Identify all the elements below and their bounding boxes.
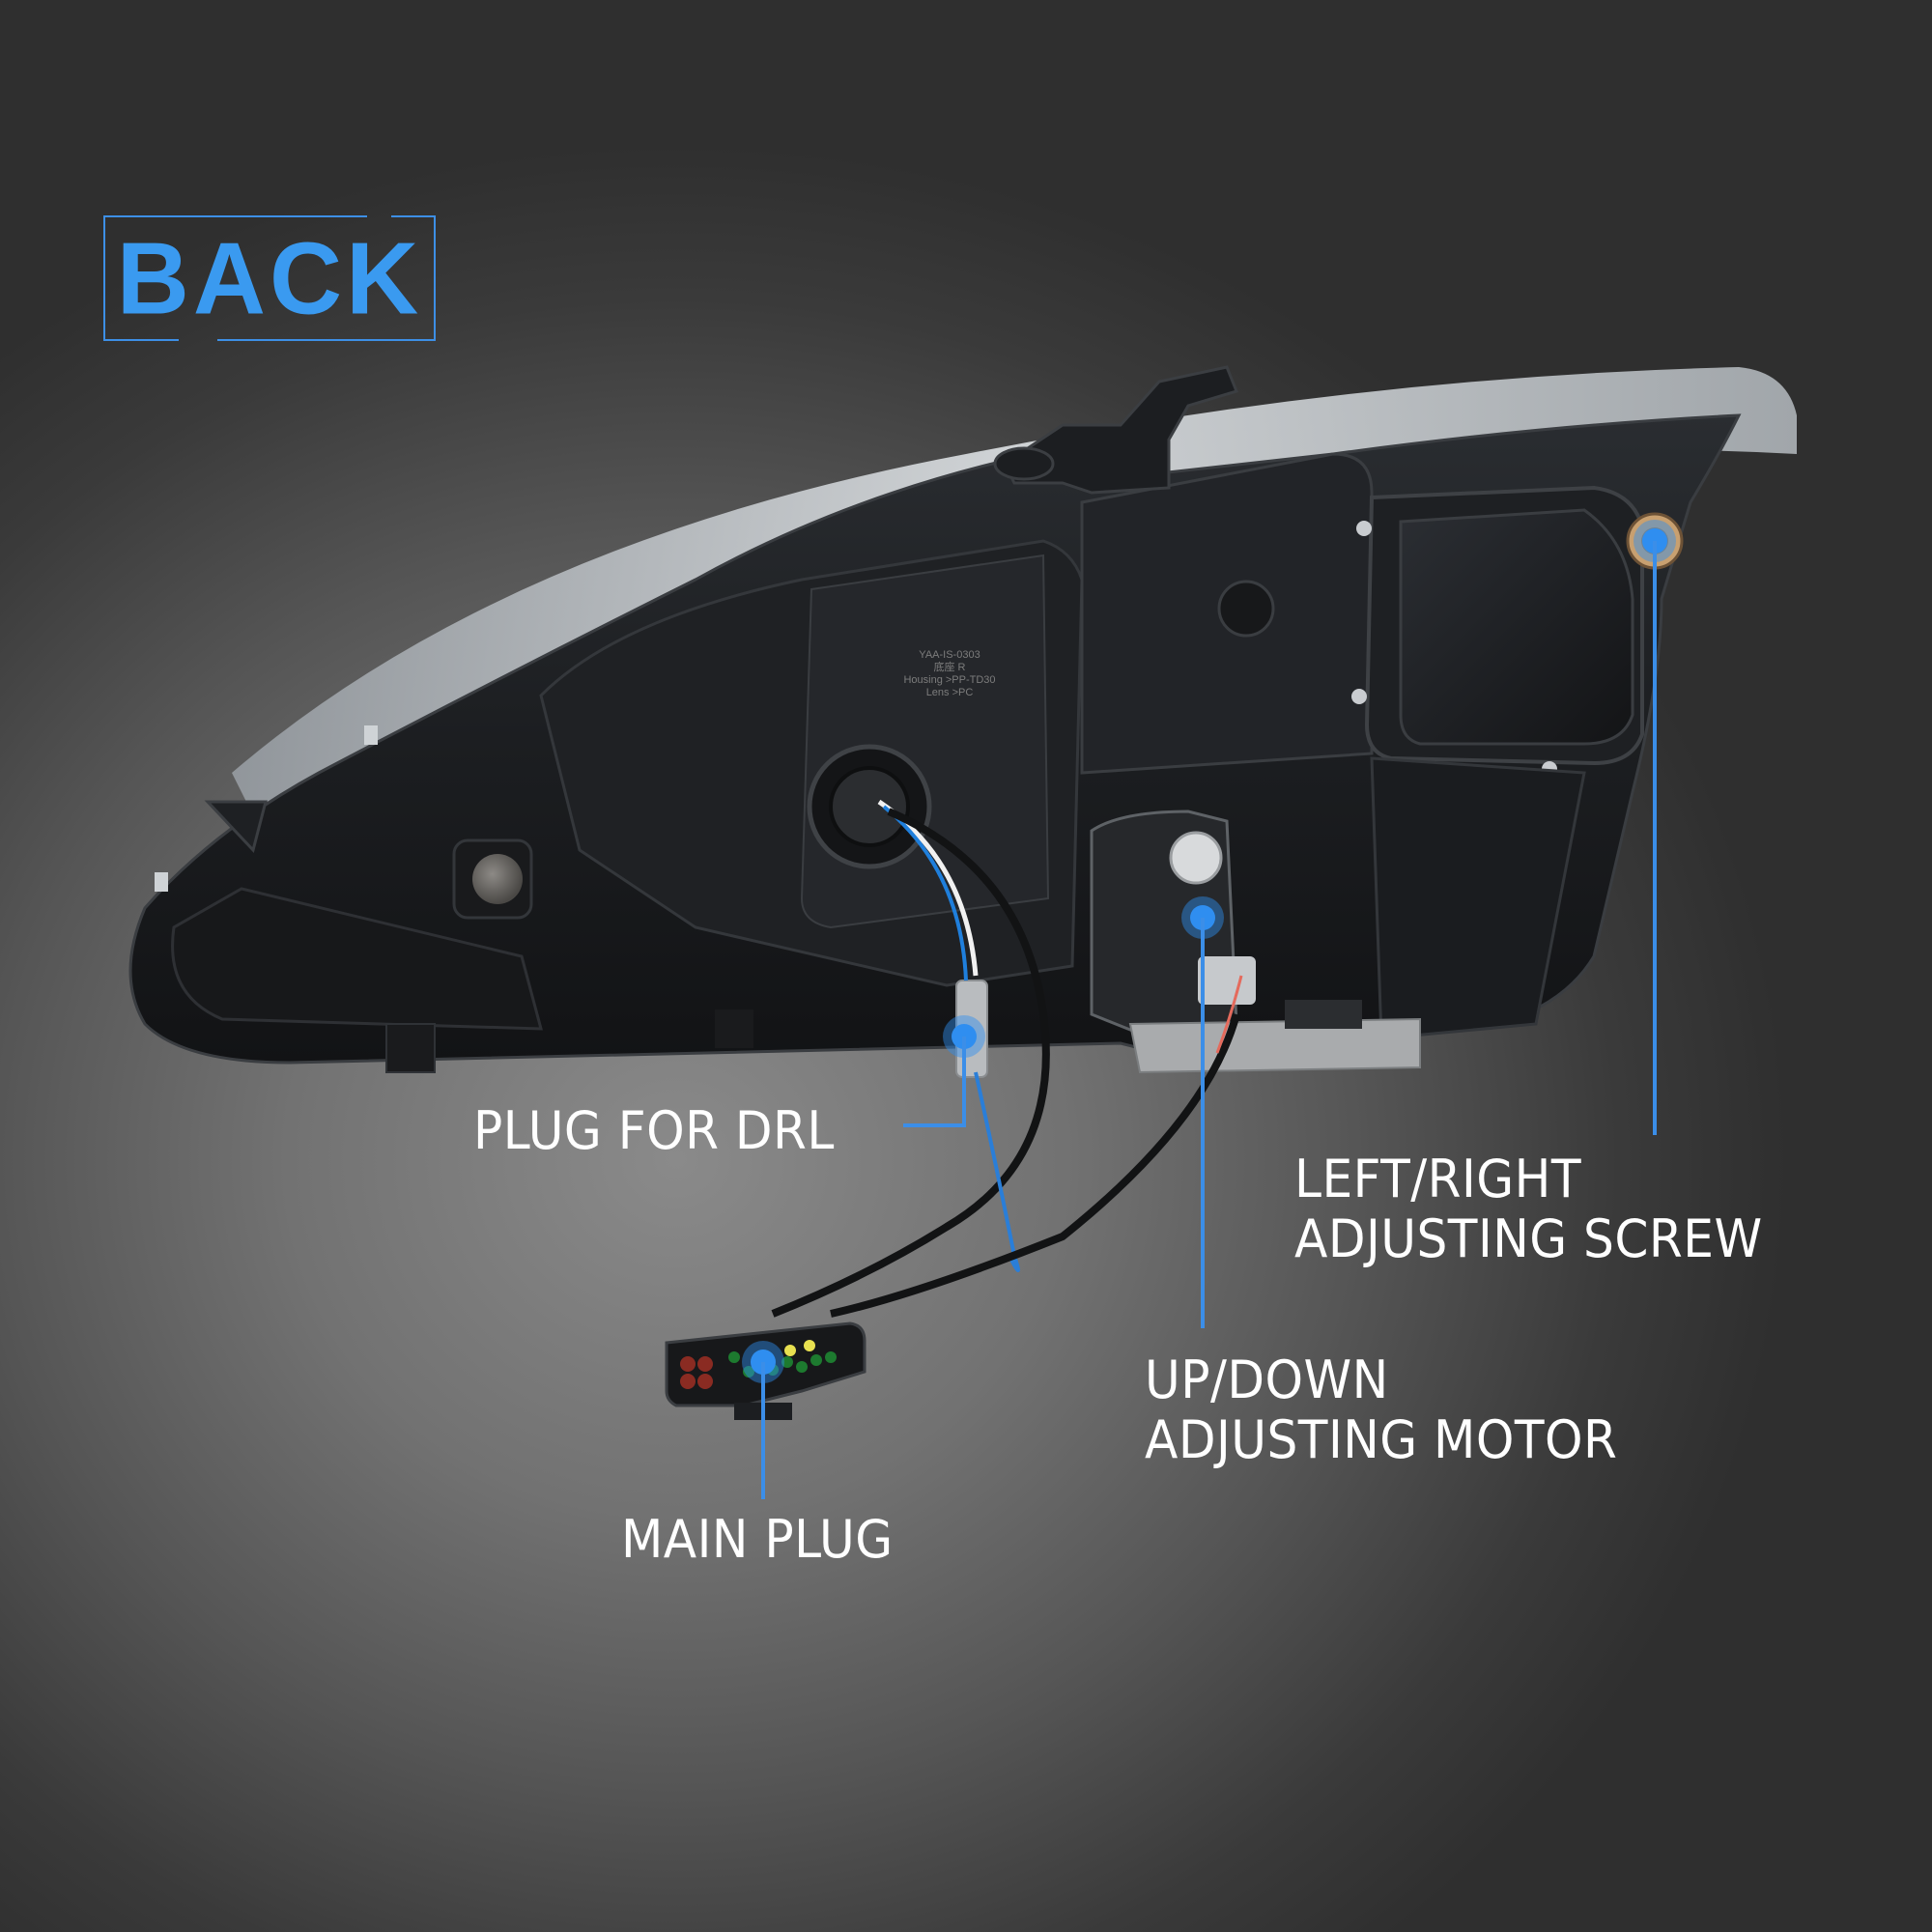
cover-screw-bottom	[1351, 689, 1367, 704]
main-harness-cable	[771, 808, 1050, 1318]
left-tab	[204, 800, 268, 854]
callout-main-plug: MAIN PLUG	[621, 1510, 894, 1570]
motor-connector	[1198, 956, 1256, 1005]
wire-red	[1215, 975, 1243, 1054]
main-plug-leader	[761, 1362, 765, 1499]
motor-adjust-knob	[1169, 831, 1223, 885]
wire-blue	[882, 805, 968, 981]
badge-border-left	[103, 215, 105, 341]
badge-border-top-right	[391, 215, 436, 217]
callout-left-right-line2: ADJUSTING SCREW	[1294, 1208, 1763, 1269]
adjusting-motor-leader	[1201, 918, 1205, 1328]
bottom-foot-left	[385, 1023, 436, 1073]
badge-border-right	[434, 215, 436, 341]
cover-screw-top	[1356, 521, 1372, 536]
marking-part-number: YAA-IS-0303	[919, 649, 980, 661]
upper-clip	[364, 725, 378, 745]
callout-up-down-line1: UP/DOWN	[1145, 1350, 1389, 1410]
left-mount-pin	[472, 854, 523, 904]
callout-up-down-adjusting-motor: UP/DOWN ADJUSTING MOTOR	[1145, 1350, 1617, 1470]
back-title: BACK	[116, 221, 423, 337]
left-clip	[155, 872, 168, 892]
ballast-base-plate	[1128, 1017, 1421, 1074]
marking-lens-material: Lens >PC	[925, 687, 974, 698]
center-inner-panel	[800, 554, 1050, 929]
callout-plug-for-drl: PLUG FOR DRL	[473, 1101, 835, 1161]
bottom-foot-mid	[715, 1009, 753, 1048]
main-plug-pins	[680, 1340, 837, 1389]
top-mount-bracket	[1003, 365, 1239, 495]
adjusting-screw-leader	[1653, 541, 1657, 1135]
drl-plug-leader-horizontal	[903, 1123, 966, 1127]
motor-harness-cable	[830, 1012, 1240, 1318]
badge-border-bottom-left	[103, 339, 179, 341]
upper-right-boss	[1217, 580, 1275, 638]
marking-side: 底座 R	[933, 662, 966, 673]
badge-border-top-left	[103, 215, 367, 217]
badge-border-bottom-right	[217, 339, 436, 341]
drl-plug-leader-vertical	[962, 1037, 966, 1127]
grommet-inner	[829, 766, 910, 847]
callout-plug-for-drl-line1: PLUG FOR DRL	[473, 1100, 835, 1161]
ballast-cover	[1399, 508, 1634, 746]
callout-up-down-line2: ADJUSTING MOTOR	[1145, 1409, 1618, 1470]
lower-right-panel	[1370, 756, 1586, 1040]
drl-pigtail	[974, 1071, 1020, 1272]
base-plate-block	[1285, 1000, 1362, 1029]
marking-housing-material: Housing >PP-TD30	[903, 674, 996, 686]
callout-left-right-line1: LEFT/RIGHT	[1294, 1149, 1582, 1209]
back-badge: BACK	[103, 215, 436, 341]
top-mount-ear	[993, 446, 1055, 481]
housing-inner-rim	[171, 887, 543, 1031]
callout-main-plug-line1: MAIN PLUG	[621, 1509, 894, 1570]
housing-markings: YAA-IS-0303 底座 R Housing >PP-TD30 Lens >…	[896, 649, 1003, 699]
callout-left-right-adjusting-screw: LEFT/RIGHT ADJUSTING SCREW	[1294, 1150, 1763, 1269]
